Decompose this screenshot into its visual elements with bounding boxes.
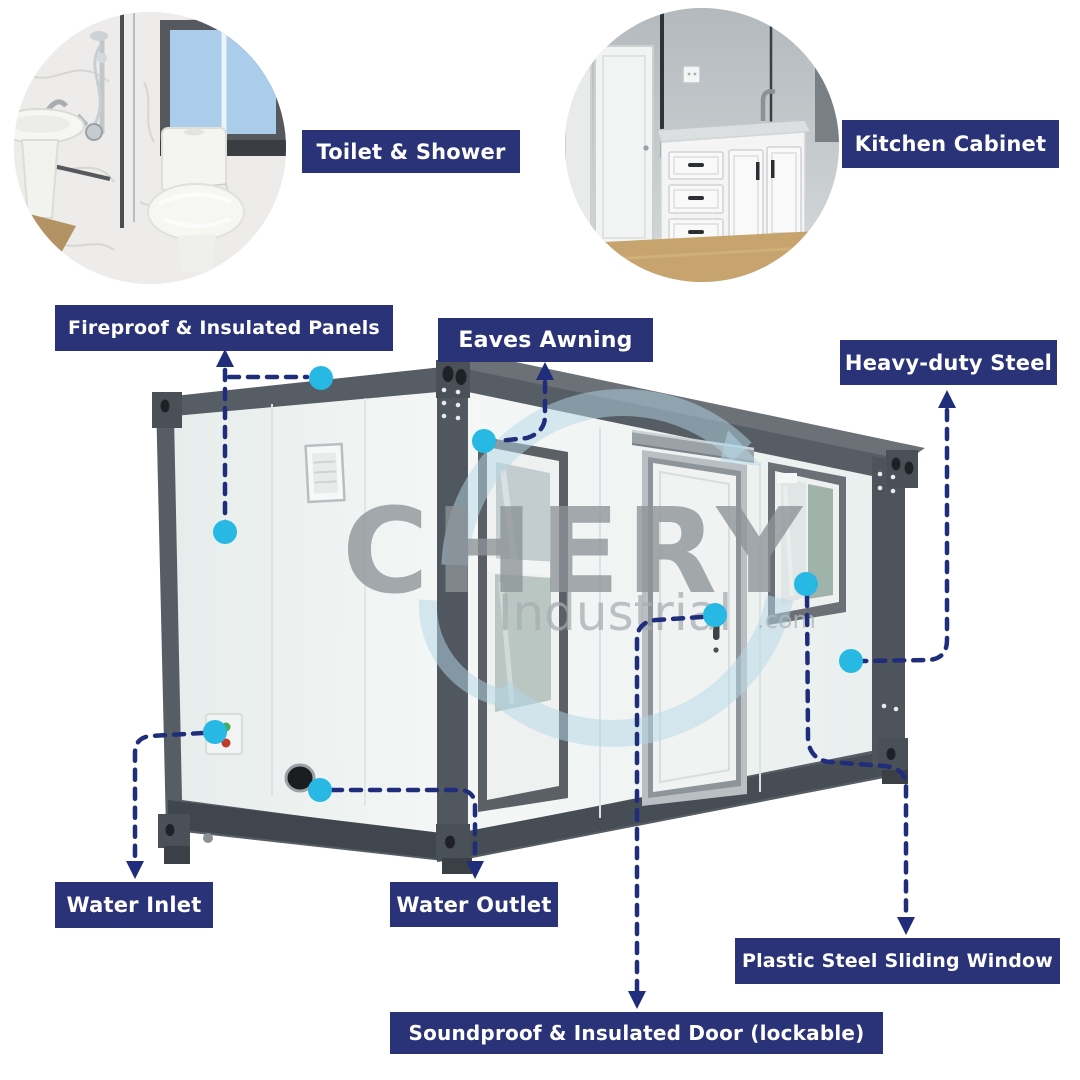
connector-water-inlet: [132, 730, 206, 863]
dot-water-outlet: [308, 778, 332, 802]
label-kitchen-cabinet: Kitchen Cabinet: [842, 120, 1059, 168]
dot-fireproof-panel: [213, 520, 237, 544]
watermark-swirl-arrowhead: [720, 430, 762, 466]
arrow-soundproof-door: [628, 991, 646, 1009]
watermark-swirl-icon: [418, 389, 794, 747]
kitchen-cabinet-photo: [565, 8, 839, 282]
label-water-outlet: Water Outlet: [390, 882, 558, 927]
connector-soundproof-door: [634, 614, 705, 995]
sink-icon: [14, 99, 85, 219]
bottom-rail-front: [452, 748, 903, 860]
shower-icon: [76, 31, 108, 141]
kitchen-cabinet-illustration: [565, 8, 839, 282]
countertop: [655, 119, 813, 143]
label-toilet-shower: Toilet & Shower: [302, 130, 520, 173]
bottom-rail-left: [168, 800, 450, 860]
arrow-water-outlet: [466, 861, 484, 879]
connector-plastic-window: [804, 593, 909, 919]
power-socket: [682, 65, 701, 84]
dot-fireproof-rail: [309, 366, 333, 390]
right-corner-post: [872, 456, 905, 772]
label-soundproof-insulated-door: Soundproof & Insulated Door (lockable): [390, 1012, 883, 1054]
label-water-inlet: Water Inlet: [55, 882, 213, 928]
rail-bolt: [203, 833, 213, 843]
label-fireproof-insulated-panels: Fireproof & Insulated Panels: [55, 305, 393, 351]
watermark-line2: Industrial: [498, 584, 733, 642]
arrow-water-inlet: [126, 861, 144, 879]
shower-partition: [120, 12, 135, 228]
arrow-fireproof: [216, 349, 234, 367]
dot-eaves-awning: [472, 429, 496, 453]
toilet-shower-illustration: [14, 12, 286, 284]
arrow-eaves: [536, 362, 554, 380]
connector-eaves: [495, 379, 548, 444]
arrow-plastic-window: [897, 917, 915, 935]
sliding-window: [768, 462, 846, 625]
connector-heavy: [860, 407, 950, 664]
dot-water-inlet: [203, 720, 227, 744]
marker-dots: [203, 366, 863, 802]
arrow-heavy: [938, 390, 956, 408]
vent: [304, 442, 346, 504]
cabinet-drawers: [668, 151, 724, 249]
rivets: [441, 387, 899, 712]
label-plastic-steel-sliding-window: Plastic Steel Sliding Window: [735, 938, 1060, 984]
water-outlet-hole: [284, 763, 316, 793]
label-heavy-duty-steel: Heavy-duty Steel: [840, 340, 1057, 385]
watermark-brand: CHERY: [342, 482, 808, 620]
toilet-icon: [147, 127, 245, 272]
dot-door: [703, 603, 727, 627]
dot-heavy-steel: [839, 649, 863, 673]
container-feet: [164, 770, 908, 874]
connectors: [132, 367, 950, 995]
faucet-icon: [760, 89, 776, 121]
connector-water-outlet: [329, 787, 478, 863]
watermark: CHERY Industrial .com: [342, 389, 816, 747]
toilet-shower-photo: [14, 12, 286, 284]
casting-holes: [160, 366, 914, 849]
label-eaves-awning: Eaves Awning: [438, 318, 653, 362]
connector-arrowheads: [126, 349, 956, 1009]
dot-sliding-window: [794, 572, 818, 596]
